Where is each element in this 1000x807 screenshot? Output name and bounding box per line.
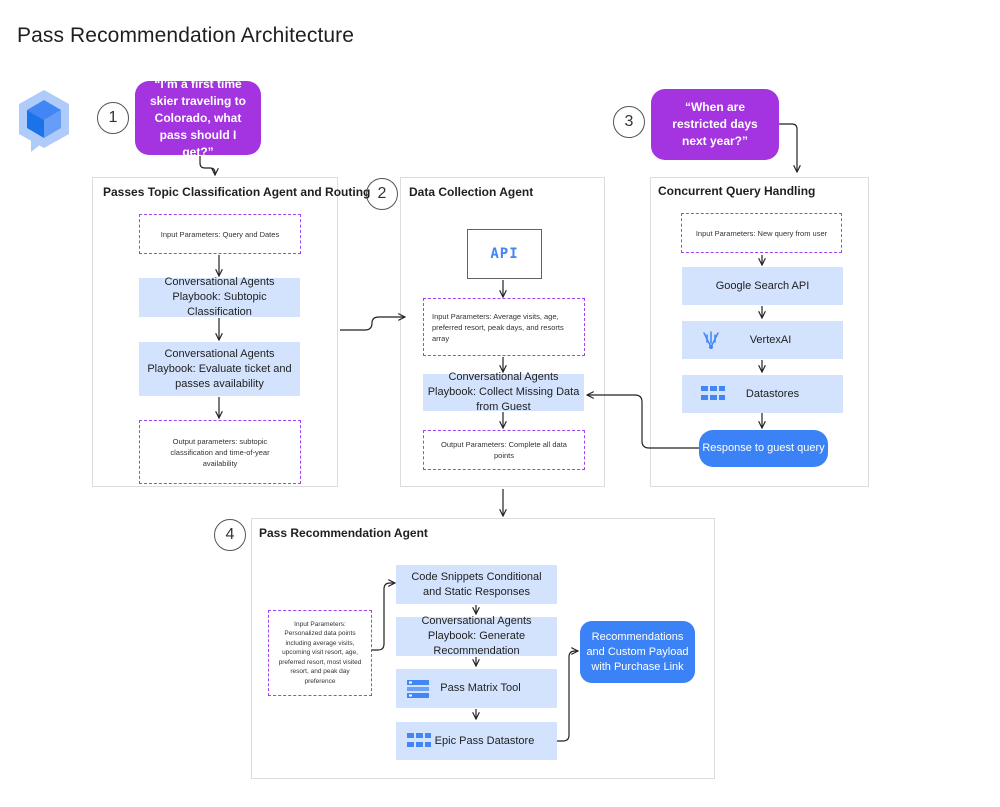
datastores-label: Datastores <box>745 387 800 400</box>
vertexai-box: VertexAI <box>682 321 843 359</box>
google-search-api-box: Google Search API <box>682 267 843 305</box>
concurrent-query-title: Concurrent Query Handling <box>658 184 816 198</box>
step-1-marker: 1 <box>97 102 129 134</box>
recommendations-result-pill: Recommendations and Custom Payload with … <box>580 621 695 683</box>
api-icon: API <box>490 246 519 262</box>
evaluate-availability-box: Conversational Agents Playbook: Evaluate… <box>139 342 300 396</box>
agent-logo-icon <box>19 90 69 152</box>
api-block: API <box>467 229 542 279</box>
vertexai-icon <box>703 331 719 349</box>
recommendation-input-params: Input Parameters: Personalized data poin… <box>268 610 372 696</box>
user-query-bubble-3: “When are restricted days next year?” <box>651 89 779 160</box>
pass-recommendation-title: Pass Recommendation Agent <box>259 526 428 540</box>
collection-output-params: Output Parameters: Complete all data poi… <box>423 430 585 470</box>
step-4-marker: 4 <box>214 519 246 551</box>
collection-input-params: Input Parameters: Average visits, age, p… <box>423 298 585 356</box>
vertexai-label: VertexAI <box>749 333 792 346</box>
generate-recommendation-box: Conversational Agents Playbook: Generate… <box>396 615 557 657</box>
topic-input-params: Input Parameters: Query and Dates <box>139 214 301 254</box>
step-2-marker: 2 <box>366 178 398 210</box>
pass-matrix-label: Pass Matrix Tool <box>440 682 521 694</box>
pass-matrix-tool-box: Pass Matrix Tool <box>396 669 557 708</box>
data-collection-title: Data Collection Agent <box>409 185 534 199</box>
user-query-bubble-1: “I’m a first time skier traveling to Col… <box>135 77 261 159</box>
page-title: Pass Recommendation Architecture <box>17 24 355 47</box>
epic-pass-datastore-label: Epic Pass Datastore <box>434 734 535 747</box>
epic-pass-datastore-box: Epic Pass Datastore <box>396 722 557 760</box>
concurrent-input-params: Input Parameters: New query from user <box>681 213 842 253</box>
response-to-guest-pill: Response to guest query <box>699 430 828 467</box>
subtopic-classification-box: Conversational Agents Playbook: Subtopic… <box>139 276 300 318</box>
topic-classification-title: Passes Topic Classification Agent and Ro… <box>103 185 371 199</box>
code-snippets-box: Code Snippets Conditional and Static Res… <box>396 565 557 604</box>
epic-datastore-icon <box>407 733 431 747</box>
collect-missing-data-box: Conversational Agents Playbook: Collect … <box>423 371 584 413</box>
step-3-marker: 3 <box>613 106 645 138</box>
datastores-box: Datastores <box>682 375 843 413</box>
topic-output-params: Output parameters: subtopic classificati… <box>139 420 301 484</box>
datastore-icon <box>701 386 725 400</box>
pass-matrix-icon <box>407 679 429 698</box>
